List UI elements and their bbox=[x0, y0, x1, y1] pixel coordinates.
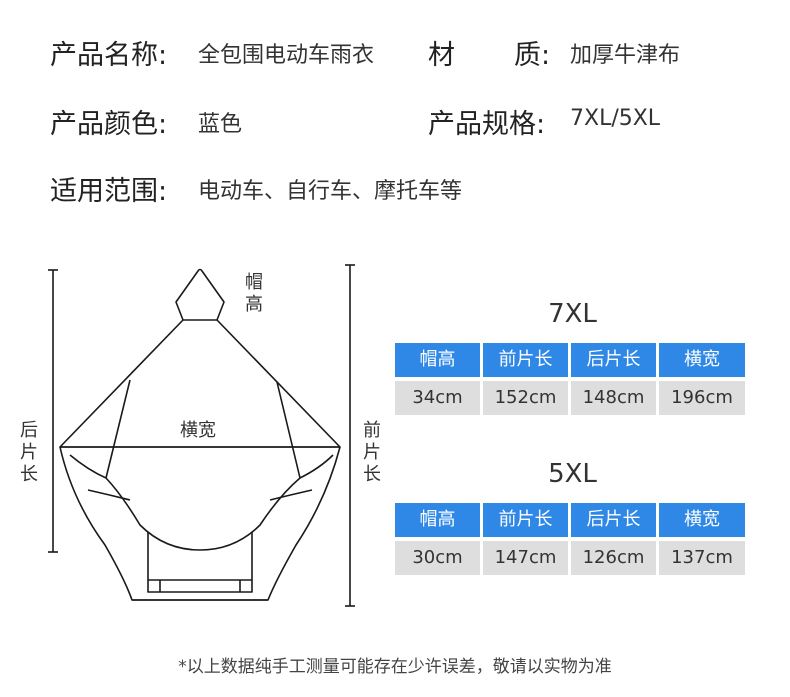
value-width: 137cm bbox=[659, 541, 745, 575]
table-row: 30cm 147cm 126cm 137cm bbox=[395, 539, 745, 575]
back-length-label: 后 片 长 bbox=[20, 420, 38, 485]
product-color-label: 产品颜色: bbox=[50, 109, 168, 140]
value-front-length: 147cm bbox=[483, 541, 568, 575]
header-back-length: 后片长 bbox=[571, 503, 656, 537]
size-7xl-title: 7XL bbox=[548, 299, 597, 329]
header-front-length: 前片长 bbox=[483, 503, 568, 537]
value-back-length: 126cm bbox=[571, 541, 656, 575]
size-5xl-table: 帽高 前片长 后片长 横宽 30cm 147cm 126cm 137cm bbox=[395, 503, 745, 575]
usage-value: 电动车、自行车、摩托车等 bbox=[198, 179, 463, 204]
material-value: 加厚牛津布 bbox=[570, 43, 681, 68]
value-front-length: 152cm bbox=[483, 381, 568, 415]
header-back-length: 后片长 bbox=[571, 343, 656, 377]
header-hood-height: 帽高 bbox=[395, 503, 480, 537]
value-hood-height: 34cm bbox=[395, 381, 480, 415]
material-label-part1: 材 bbox=[428, 40, 455, 71]
header-width: 横宽 bbox=[659, 343, 745, 377]
value-hood-height: 30cm bbox=[395, 541, 480, 575]
poncho-diagram bbox=[48, 264, 355, 607]
product-name-value: 全包围电动车雨衣 bbox=[198, 43, 375, 68]
table-header-row: 帽高 前片长 后片长 横宽 bbox=[395, 343, 745, 379]
measurement-disclaimer: *以上数据纯手工测量可能存在少许误差，敬请以实物为准 bbox=[178, 657, 612, 677]
product-color-value: 蓝色 bbox=[198, 112, 243, 137]
size-5xl-title: 5XL bbox=[548, 459, 597, 489]
table-row: 34cm 152cm 148cm 196cm bbox=[395, 379, 745, 415]
product-name-label: 产品名称: bbox=[50, 40, 168, 71]
product-size-label: 产品规格: bbox=[428, 109, 546, 140]
value-width: 196cm bbox=[659, 381, 745, 415]
hood-height-label: 帽 高 bbox=[245, 272, 263, 315]
product-size-value: 7XL/5XL bbox=[570, 106, 661, 131]
size-7xl-table: 帽高 前片长 后片长 横宽 34cm 152cm 148cm 196cm bbox=[395, 343, 745, 415]
header-front-length: 前片长 bbox=[483, 343, 568, 377]
hood-shape bbox=[175, 268, 225, 321]
usage-label: 适用范围: bbox=[50, 176, 168, 207]
material-label-part2: 质: bbox=[514, 40, 551, 71]
front-length-label: 前 片 长 bbox=[363, 420, 381, 485]
header-hood-height: 帽高 bbox=[395, 343, 480, 377]
header-width: 横宽 bbox=[659, 503, 745, 537]
table-header-row: 帽高 前片长 后片长 横宽 bbox=[395, 503, 745, 539]
value-back-length: 148cm bbox=[571, 381, 656, 415]
width-label: 横宽 bbox=[180, 420, 216, 441]
